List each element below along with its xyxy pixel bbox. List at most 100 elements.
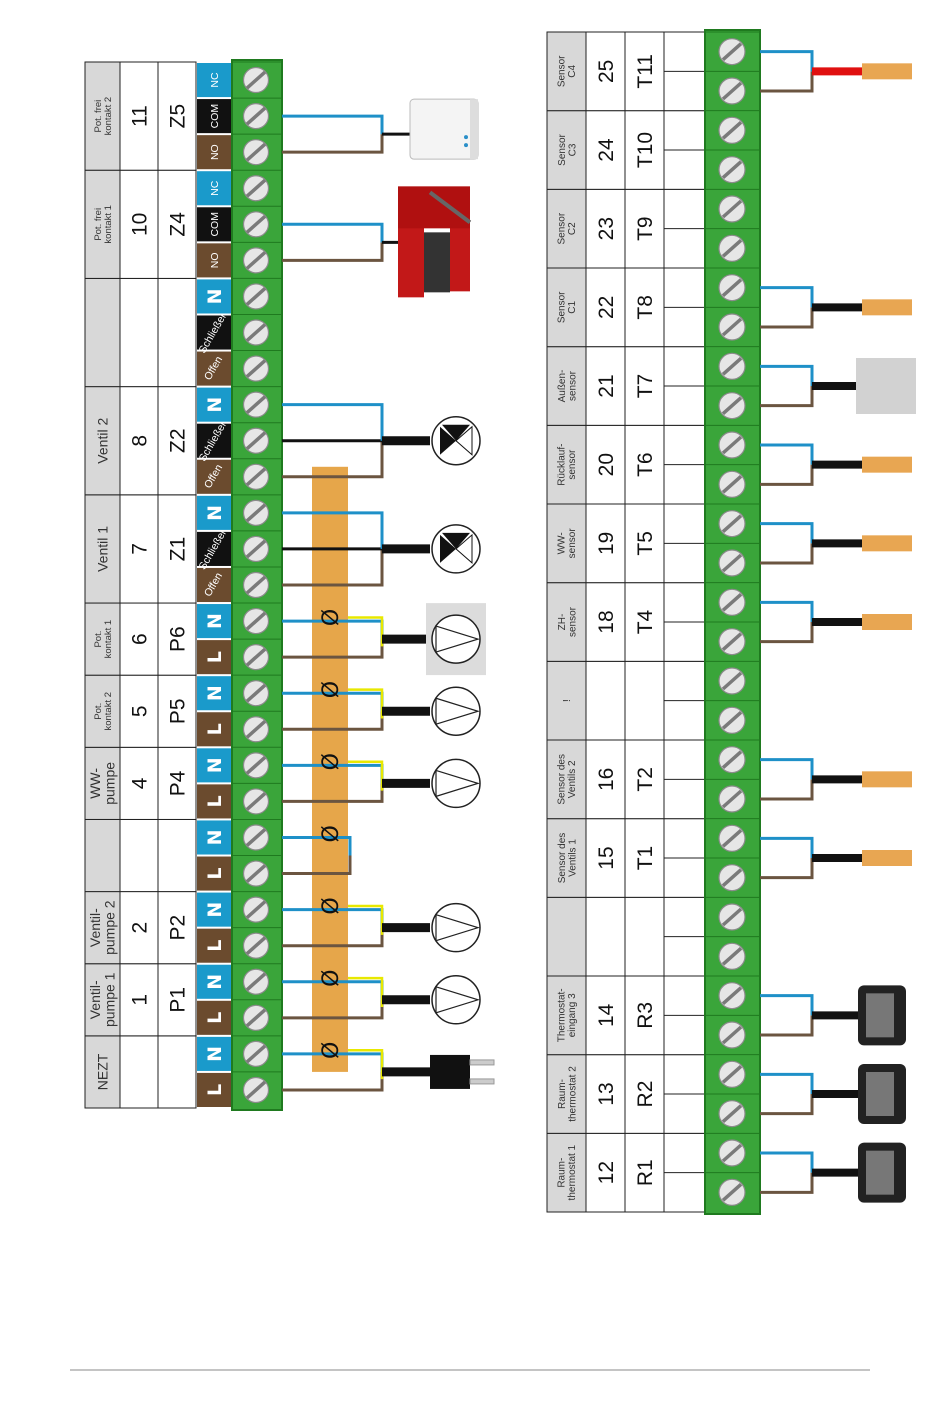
number-cell: [585, 818, 626, 898]
valve-wedge: [442, 424, 470, 441]
number-cell: [585, 424, 626, 505]
screw-slot: [721, 671, 743, 691]
valve-wire-open: [282, 548, 384, 587]
text-line: N: [204, 288, 226, 304]
ground-symbol: Ø: [319, 753, 344, 770]
sensor-wire-a: [760, 858, 814, 880]
channel-number: 6: [128, 633, 151, 645]
screw-slot: [245, 756, 267, 775]
text-line: Sensor des: [557, 754, 568, 805]
text-line: 24: [595, 138, 618, 162]
text-line: kontakt 1: [103, 620, 114, 659]
text-line: sensor: [567, 370, 578, 401]
power-wire-a: [282, 855, 352, 876]
code-cell: [624, 1132, 665, 1213]
number-cell: [585, 188, 626, 269]
screw-slot: [721, 907, 743, 927]
text-line: C3: [567, 143, 578, 156]
sensor-wire-b: [760, 1151, 814, 1173]
terminal-label: L: [204, 1084, 226, 1096]
sensor-code: T5: [634, 531, 657, 556]
sensor-wire-a: [760, 1094, 814, 1116]
text-line: 10: [128, 213, 151, 236]
channel-header: Pot.kontakt 2: [93, 692, 114, 731]
sensor-header: Außen-sensor: [557, 370, 579, 403]
text-line: 1: [128, 994, 151, 1006]
ground-bar: [312, 466, 348, 1072]
pump-icon: [431, 975, 481, 1025]
terminal-label-bg: [197, 315, 231, 350]
text-line: Z5: [166, 104, 189, 129]
terminal-label: N: [204, 613, 226, 629]
text-line: 7: [128, 543, 151, 555]
text-line: R3: [634, 1002, 657, 1029]
text-line: N: [204, 685, 226, 701]
terminal-label-bg: [197, 207, 231, 242]
code-cell: [624, 818, 665, 898]
terminal-label-bg: [197, 567, 231, 603]
text-line: thermostat 1: [567, 1144, 578, 1200]
sensor-header: Raum-thermostat 1: [557, 1144, 579, 1200]
text-line: 13: [595, 1082, 618, 1105]
channel-header: Ventil-pumpe 2: [87, 900, 118, 955]
terminal-label-bg: [197, 531, 231, 566]
screw-slot: [245, 828, 267, 847]
channel-number: 1: [128, 994, 151, 1006]
header-cell: [546, 267, 587, 348]
code-cell: [157, 169, 197, 279]
temperature-sensor-icon: [862, 614, 912, 630]
screw-slot: [721, 160, 743, 179]
text-line: R1: [634, 1159, 657, 1186]
screw-slot: [721, 121, 743, 140]
screw-slot: [721, 357, 743, 376]
text-line: kontakt 2: [103, 97, 114, 136]
header-cell: [84, 746, 121, 820]
channel-code: Z1: [166, 537, 189, 562]
temperature-sensor-icon: [862, 456, 912, 473]
header-cell: [546, 1054, 587, 1134]
text-line: Pot. frei: [93, 100, 104, 133]
sensor-wire-b: [760, 600, 814, 622]
text-line: 18: [595, 610, 618, 633]
channel-code: Z2: [166, 428, 189, 453]
screw-slot: [245, 287, 267, 306]
terminal-label-bg: [197, 99, 231, 134]
sensor-header: Thermostat-eingang 3: [557, 988, 578, 1042]
wall-device-icon: [409, 98, 479, 160]
text-line: T2: [634, 767, 657, 792]
valve-wire-n: [282, 511, 384, 549]
terminal-label: N: [204, 288, 226, 304]
channel-number: 4: [128, 777, 151, 789]
text-line: 23: [595, 217, 618, 240]
screw-slot: [245, 1044, 267, 1064]
valve-wedge: [442, 532, 470, 549]
screw-slot: [245, 70, 267, 90]
channel-code: P4: [166, 770, 189, 796]
ground-symbol: Ø: [319, 609, 344, 626]
ground-symbol: Ø: [319, 969, 344, 986]
contact-wire-a: [282, 134, 384, 154]
text-line: Pot.: [93, 703, 104, 720]
text-line: Sensor: [557, 55, 568, 87]
sensor-wire-b: [760, 50, 814, 72]
text-line: T10: [634, 132, 657, 168]
pump-triangle: [435, 769, 481, 798]
header-cell: [546, 1132, 587, 1213]
text-line: 16: [595, 768, 618, 791]
screw-slot: [245, 323, 267, 342]
terminal-label: NO: [209, 144, 221, 160]
text-line: !: [562, 699, 573, 702]
code-cell: [624, 110, 665, 190]
text-line: 2: [128, 922, 151, 934]
sensor-header: SensorC2: [557, 212, 579, 244]
text-line: L: [204, 1084, 226, 1096]
right-wiring: [760, 50, 862, 1194]
code-cell: [157, 963, 197, 1037]
temperature-sensor-icon: [862, 850, 912, 866]
screw-slot: [245, 142, 267, 162]
terminal-label: L: [204, 1012, 226, 1024]
text-line: T4: [634, 609, 657, 634]
terminal-label: L: [204, 795, 226, 807]
number-cell: [585, 896, 626, 977]
